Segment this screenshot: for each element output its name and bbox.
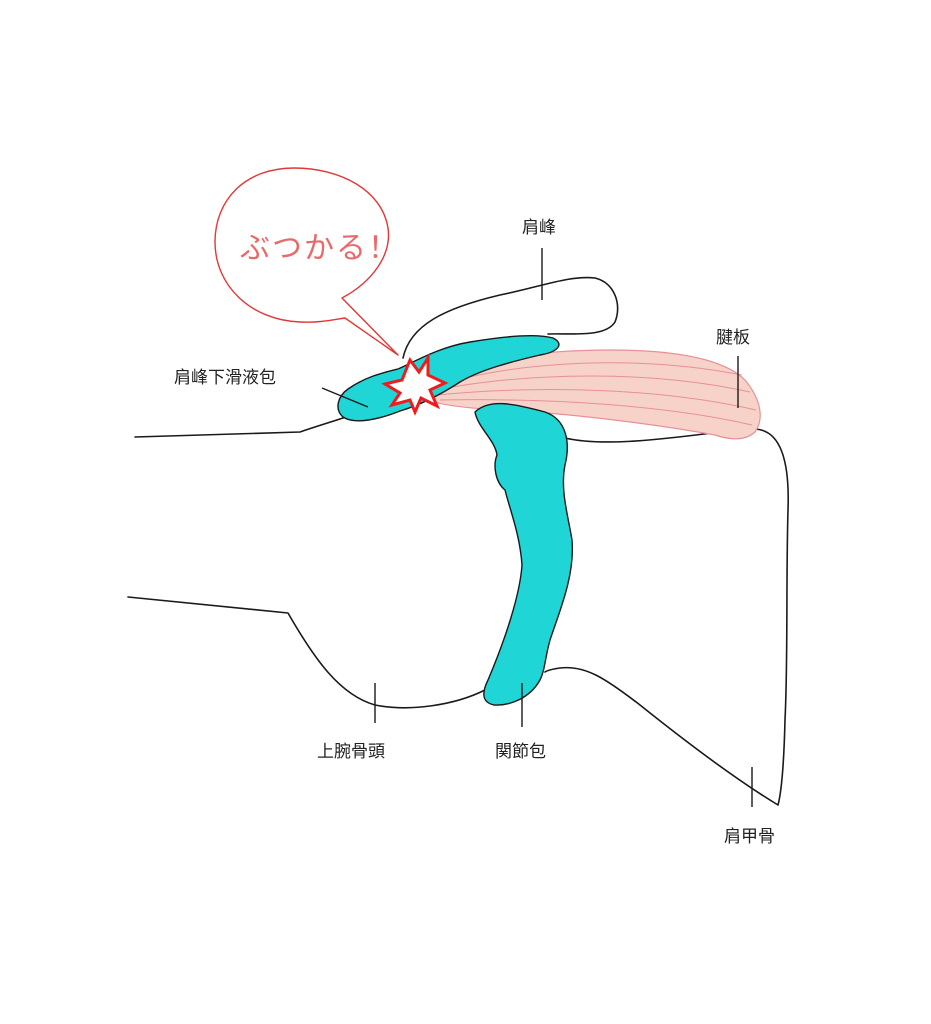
label-acromion: 肩峰 <box>522 218 556 238</box>
scapula-outline <box>544 428 790 806</box>
bursa-leader-line <box>321 387 369 408</box>
humeral-head-lower-outline <box>127 596 486 709</box>
joint-capsule <box>474 402 574 706</box>
label-subacromial-bursa: 肩峰下滑液包 <box>174 368 276 388</box>
subacromial-bursa <box>337 335 560 422</box>
collision-star-icon <box>381 352 449 416</box>
label-scapula: 肩甲骨 <box>724 827 775 847</box>
label-tendon-plate: 腱板 <box>716 328 750 348</box>
rotator-cuff-tendon <box>423 349 761 440</box>
speech-bubble <box>214 167 399 356</box>
label-joint-capsule: 関節包 <box>495 742 546 762</box>
callout-text: ぶつかる！ <box>240 231 400 266</box>
acromion-outline <box>402 276 619 359</box>
label-humeral-head: 上腕骨頭 <box>317 742 385 762</box>
